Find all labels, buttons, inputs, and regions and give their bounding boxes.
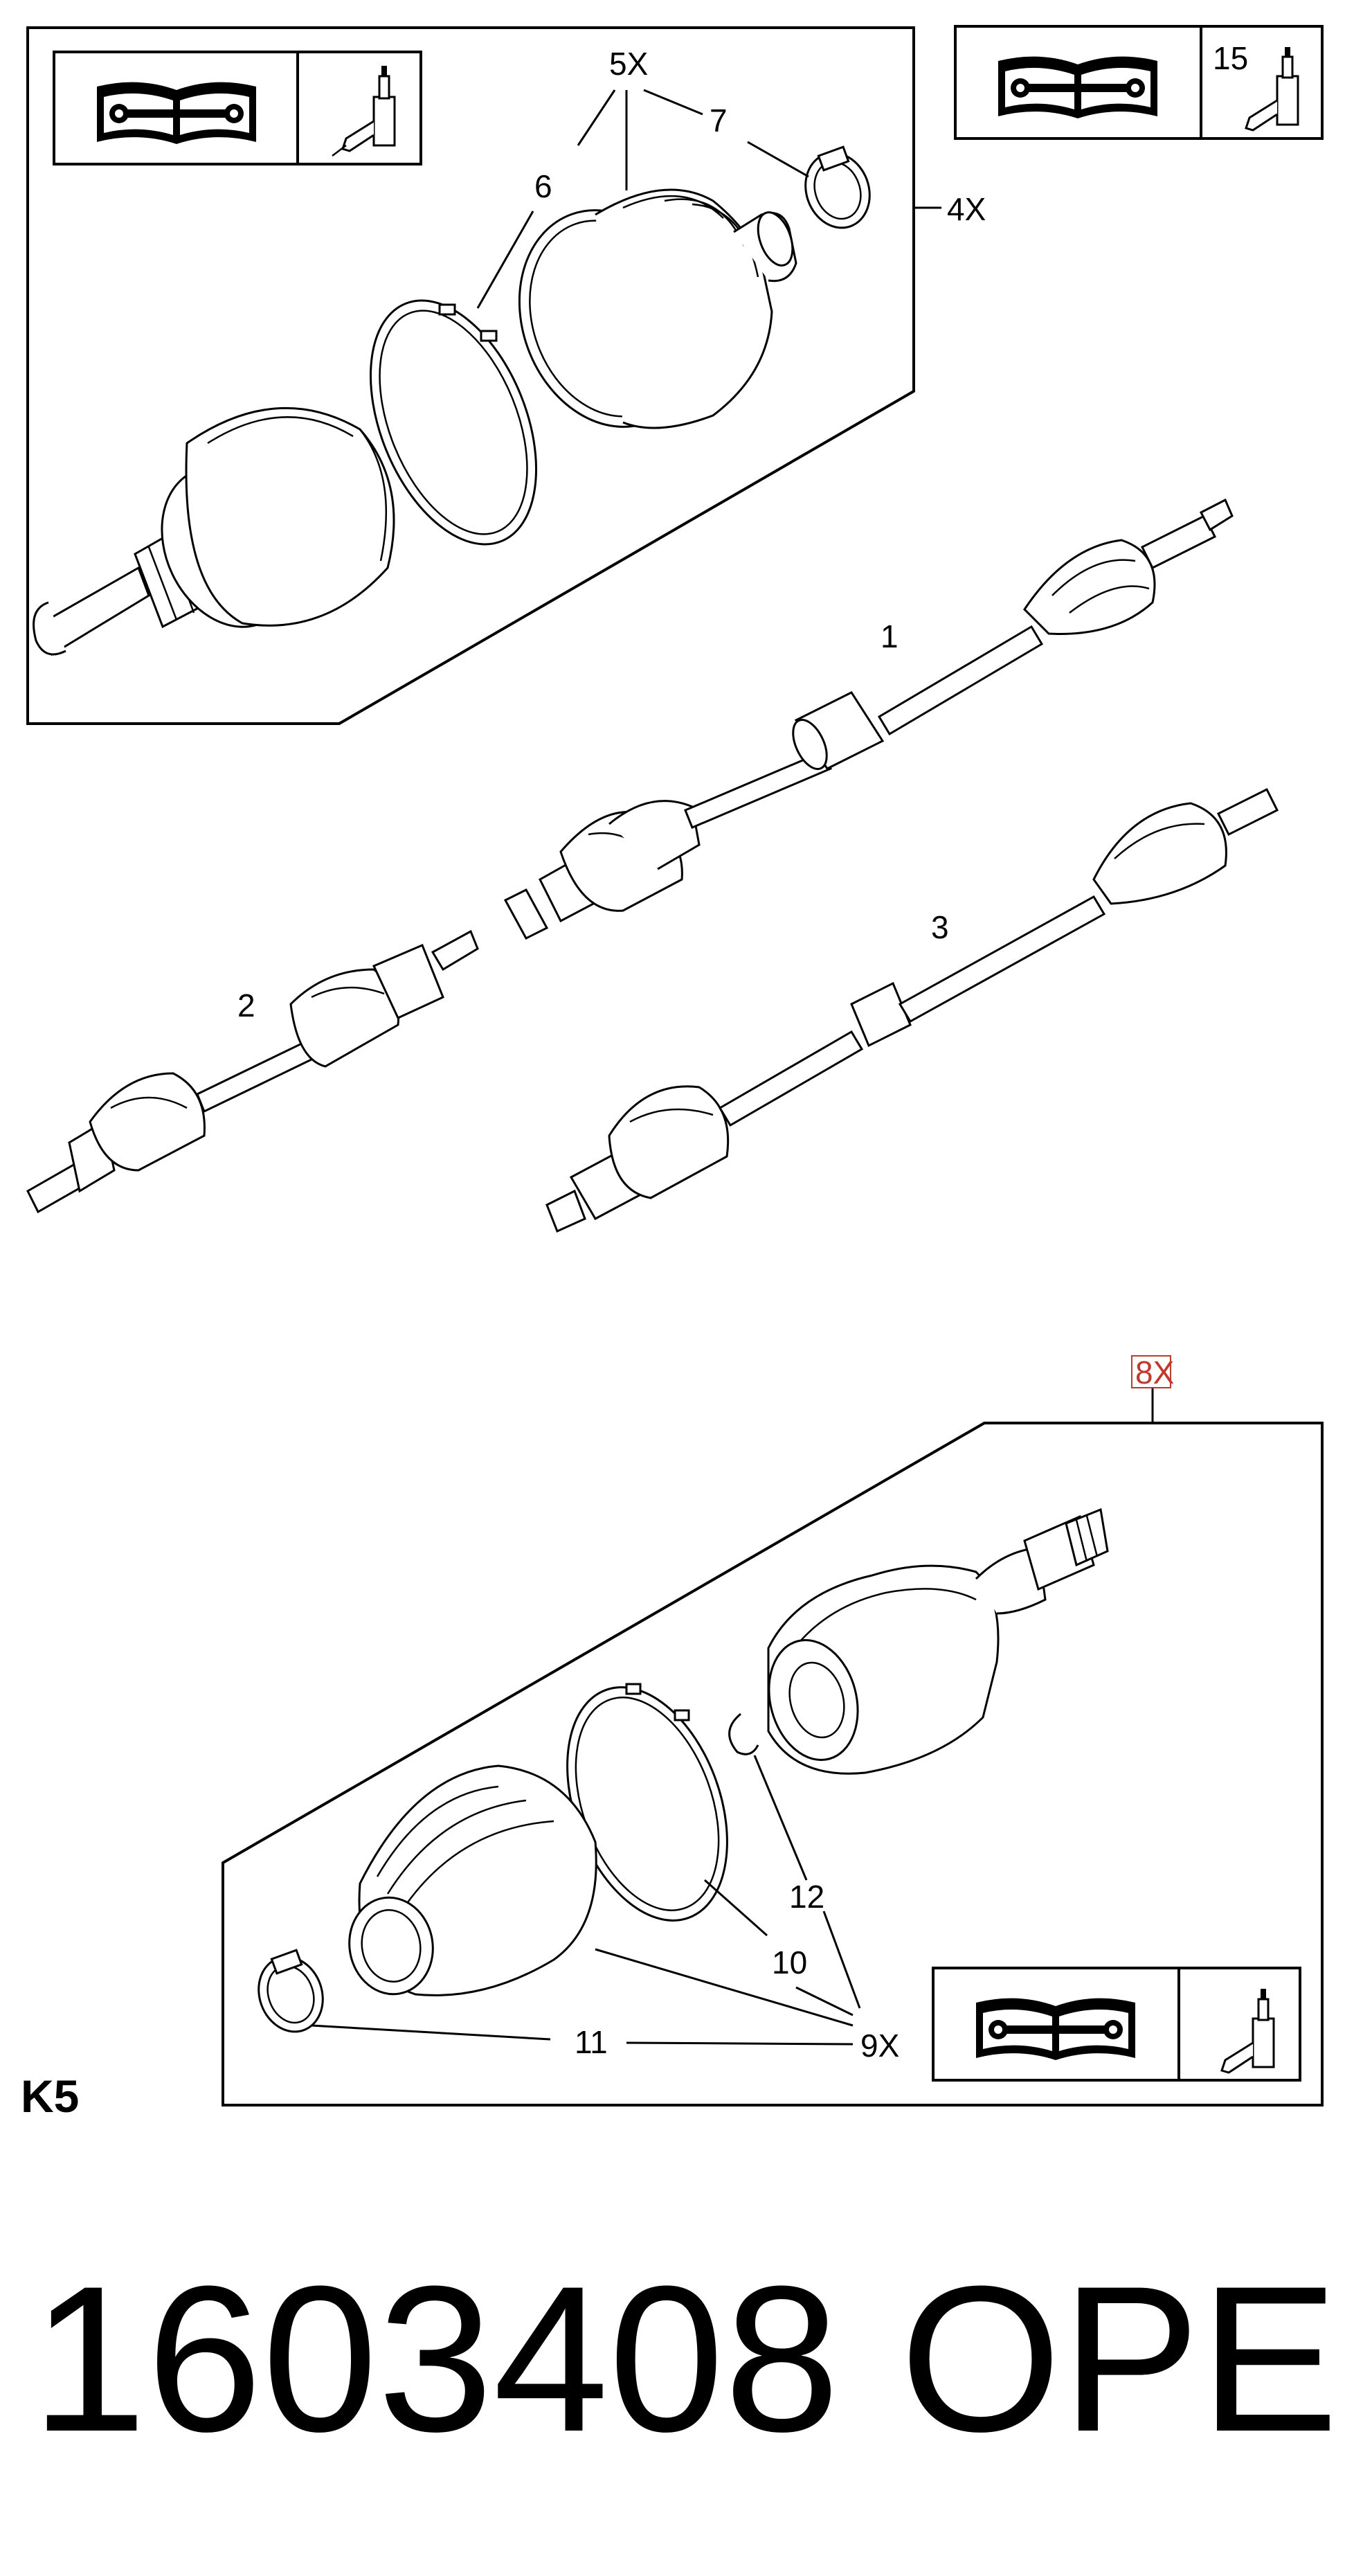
part-11-clamp xyxy=(258,1949,324,2033)
drive-shaft-2 xyxy=(26,929,479,1214)
inner-joint-kit-frame xyxy=(222,1388,1324,2107)
callout-7: 7 xyxy=(710,102,728,138)
callout-8x-highlight xyxy=(1131,1355,1171,1388)
drive-shaft-3 xyxy=(545,787,1279,1233)
callout-8x: 8X xyxy=(1135,1354,1174,1390)
callout-10: 10 xyxy=(772,1944,807,1980)
callout-15: 15 xyxy=(1213,40,1248,76)
callout-4x: 4X xyxy=(947,191,986,227)
outer-boot xyxy=(518,188,797,429)
leaders-bottom-group xyxy=(311,1755,861,2046)
service-icons-box-top-left xyxy=(53,51,422,166)
brand-name: OPEL xyxy=(900,2242,1354,2475)
callout-9x: 9X xyxy=(860,2028,899,2064)
inner-boot xyxy=(348,1764,597,1996)
callout-3: 3 xyxy=(931,909,949,945)
manual-wrench-icon xyxy=(97,82,256,144)
service-icons-box-bottom xyxy=(932,1967,1301,2082)
outer-cv-joint xyxy=(33,406,395,656)
part-number: 1603408 xyxy=(31,2242,840,2475)
part-7-clamp xyxy=(804,145,871,229)
drive-shaft-1 xyxy=(503,498,1234,940)
callout-5x: 5X xyxy=(609,46,648,82)
section-label: K5 xyxy=(21,2070,79,2122)
callout-11: 11 xyxy=(575,2024,608,2060)
inner-joint-housing xyxy=(767,1508,1109,1775)
callout-12: 12 xyxy=(789,1879,824,1915)
callout-6: 6 xyxy=(534,168,552,204)
outer-joint-kit-frame xyxy=(26,26,915,725)
part-6-ring xyxy=(369,299,538,546)
part-12-circlip xyxy=(728,1712,759,1755)
grease-tube-icon xyxy=(332,66,396,156)
callout-2: 2 xyxy=(237,987,255,1023)
callout-1: 1 xyxy=(881,618,899,654)
leaders-top-group xyxy=(476,89,941,309)
service-icons-box-top-right xyxy=(954,25,1324,140)
